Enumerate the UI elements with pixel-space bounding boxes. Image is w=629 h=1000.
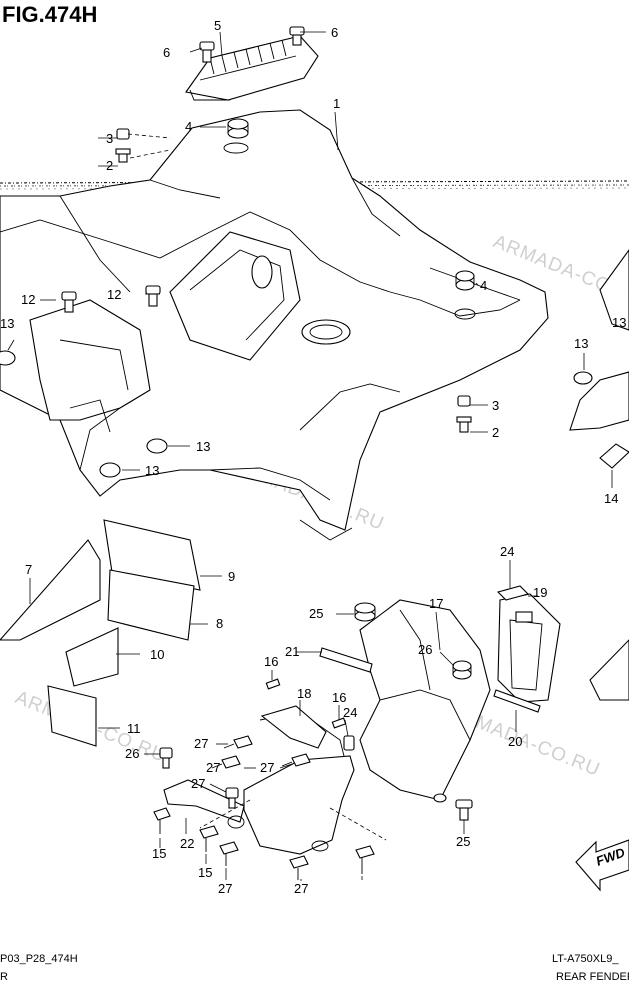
bracket-part [163,779,245,829]
screw-icon [289,855,309,880]
figure-title: FIG.474H [2,2,97,27]
callout-27: 27 [206,760,220,775]
footer-left-sub: R [0,971,8,983]
callout-4: 4 [480,278,487,293]
callout-5: 5 [214,18,221,33]
leader-lines [7,31,613,881]
footer-figure-code: P03_P28_474H [0,953,78,965]
pin-icon [331,717,347,729]
callout-18: 18 [297,686,311,701]
grommet-icon [354,602,376,622]
clip-icon [496,585,530,601]
callout-3: 3 [106,131,113,146]
callout-24: 24 [343,705,357,720]
callout-15: 15 [152,846,166,861]
screw-icon [211,755,241,769]
callout-2: 2 [492,425,499,440]
side-bracket-right [569,371,629,431]
callout-3: 3 [492,398,499,413]
decal-7 [0,539,101,641]
callout-24: 25 [456,834,470,849]
bolt-icon [115,128,131,163]
callout-27: 27 [194,736,208,751]
callout-27: 27 [260,760,274,775]
grommet-icon [452,660,472,680]
bolt-icon [159,747,173,769]
callout-20: 20 [508,734,522,749]
grommet-icon [454,270,476,320]
callout-9: 9 [228,569,235,584]
screw-icon [219,841,239,866]
bolt-icon [343,735,355,751]
callout-13: 13 [574,336,588,351]
mounting-plate-part [243,705,355,855]
footer-part-name: REAR FENDEF [556,971,629,983]
callout-27: 27 [218,881,232,896]
callout-13: 13 [145,463,159,478]
callout-15: 15 [198,865,212,880]
strip-part [493,689,541,713]
callout-25: 26 [418,642,432,657]
callout-21: 21 [285,644,299,659]
forward-direction-arrow: FWD [575,839,629,892]
bolt-icon [61,291,77,313]
callout-16: 16 [332,690,346,705]
screw-icon [199,825,219,852]
callout-13: 13 [0,316,14,331]
callout-11: 11 [127,721,141,736]
bolt-icon [455,799,473,821]
strip-part [319,647,373,673]
callout-22: 22 [180,836,194,851]
screw-icon [153,807,171,834]
grommet-icon [223,118,249,154]
bolt-icon [199,41,215,63]
decal-10 [65,627,119,687]
callout-6: 6 [163,45,170,60]
callout-19: 19 [533,585,547,600]
grommet-icon [99,462,121,478]
screw-icon [281,753,311,767]
callout-6: 6 [331,25,338,40]
label-plate-14 [599,443,629,469]
callout-27: 27 [294,881,308,896]
decal-9 [103,519,201,591]
footer-model-code: LT-A750XL9_ [552,953,619,965]
bolt-icon [456,395,472,433]
screw-icon [355,845,375,874]
callout-13: 13 [612,315,626,330]
callout-7: 7 [25,562,32,577]
reflector-bracket-part [497,593,561,703]
callout-17: 17 [429,596,443,611]
right-fender-fragment [589,249,629,701]
callout-12: 12 [21,292,35,307]
callout-12: 12 [107,287,121,302]
rear-fender-main-part [0,109,549,541]
callout-2: 2 [106,158,113,173]
decal-group [0,519,201,747]
bolt-icon [225,787,239,809]
callout-26: 27 [191,776,205,791]
bolt-icon [289,26,305,46]
pin-icon [265,678,281,690]
callout-16: 16 [264,654,278,669]
mudguard-part [359,599,491,803]
callout-1: 1 [333,96,340,111]
callout-10: 10 [150,647,164,662]
callout-labels: 5 6 6 1 4 3 2 4 3 2 12 12 13 13 13 13 13… [0,18,626,896]
grommet-icon [0,350,16,366]
callout-8: 8 [216,616,223,631]
grommet-icon [146,438,168,454]
screw-icon [223,735,253,749]
callout-13: 13 [196,439,210,454]
callout-26: 26 [125,746,139,761]
decal-11 [47,685,97,747]
callout-4: 4 [185,119,192,134]
callout-23: 24 [500,544,514,559]
callout-25: 25 [309,606,323,621]
decal-8 [107,569,195,641]
callout-14: 14 [604,491,618,506]
